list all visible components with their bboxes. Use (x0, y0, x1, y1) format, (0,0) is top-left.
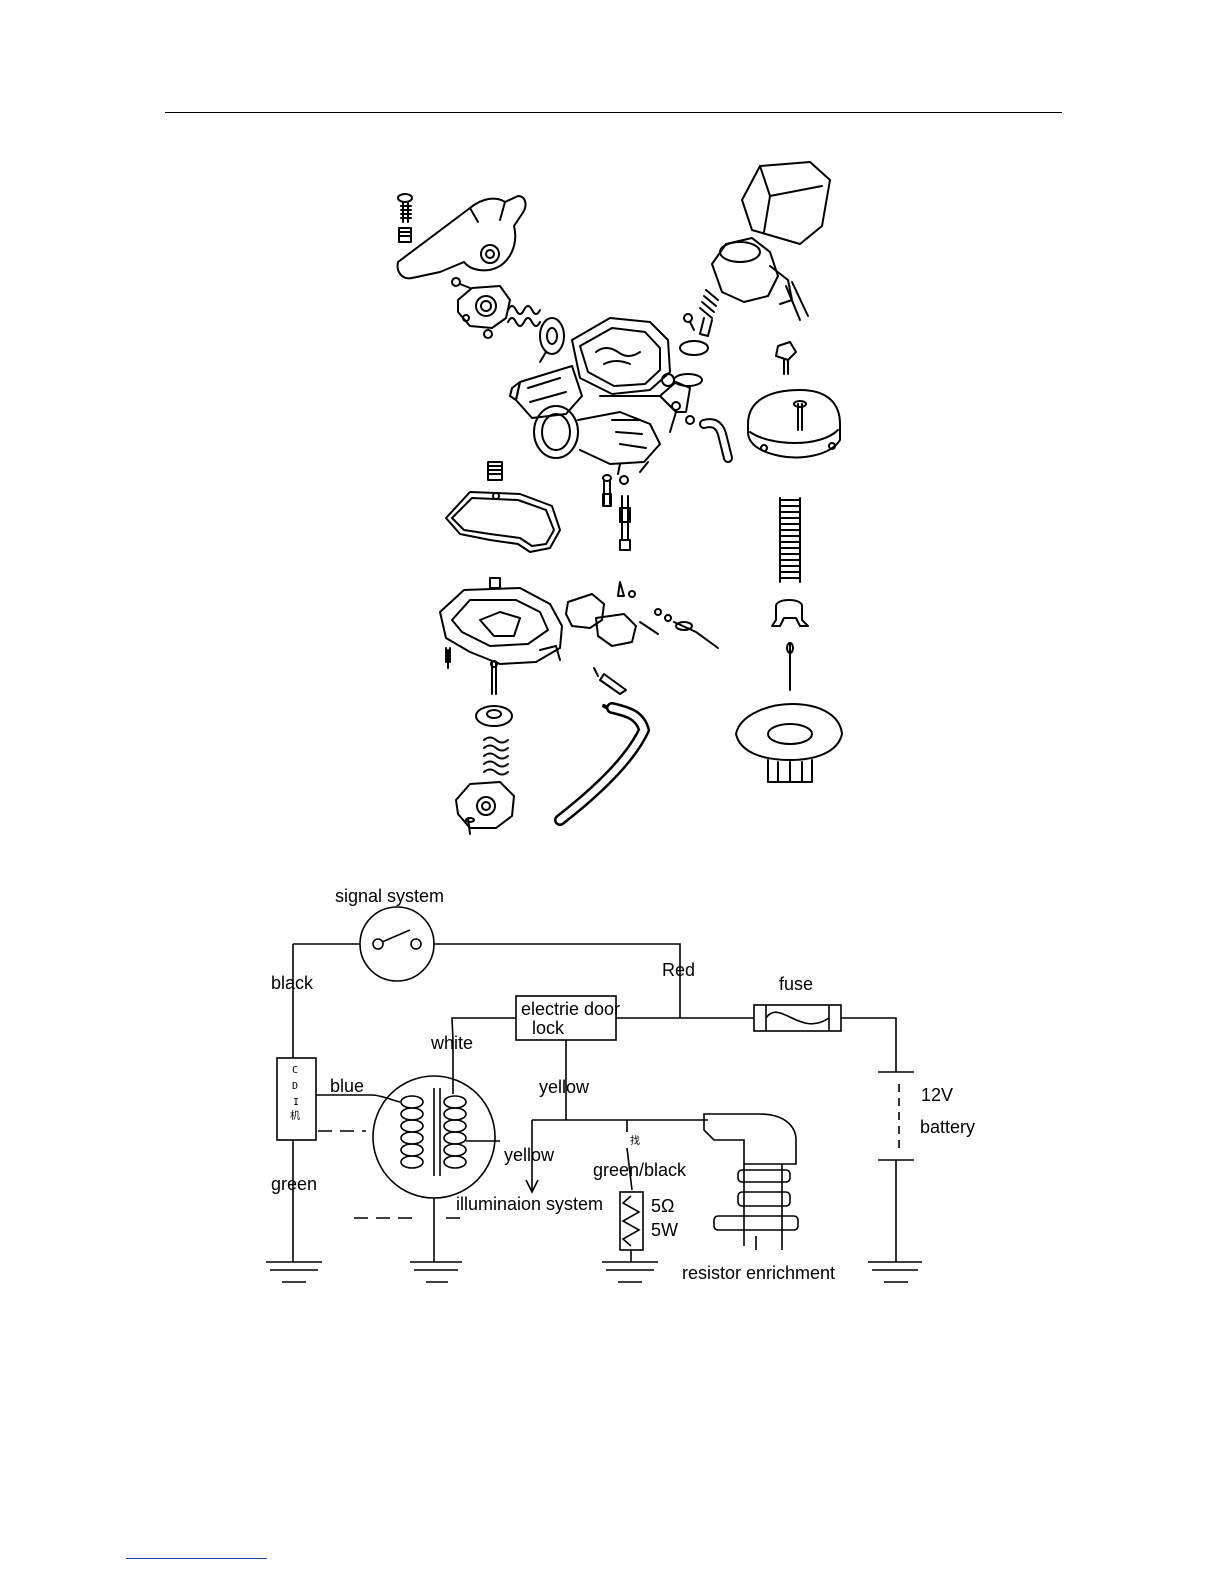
label-illumination: illuminaion system (456, 1195, 603, 1213)
stator-coil-right (444, 1096, 466, 1168)
cdi-letter-c: C (292, 1066, 298, 1076)
label-red: Red (662, 961, 695, 979)
label-black: black (271, 974, 313, 992)
label-blue: blue (330, 1077, 364, 1095)
enrichment-pins (744, 1236, 782, 1250)
signal-switch-contact-right (411, 939, 421, 949)
resistor-zigzag (623, 1196, 639, 1246)
label-yellow-stator: yellow (504, 1146, 554, 1164)
label-resistance: 5Ω (651, 1197, 674, 1215)
cdi-letter-d: D (292, 1082, 298, 1092)
ground-symbol-cdi (266, 1262, 322, 1282)
label-yellow-main: yellow (539, 1078, 589, 1096)
label-fuse: fuse (779, 975, 813, 993)
wire-blue-coil (372, 1095, 400, 1102)
cdi-letter-i: I (293, 1098, 299, 1108)
label-white: white (431, 1034, 473, 1052)
label-battery: battery (920, 1118, 975, 1136)
ground-symbol-resistor (602, 1262, 658, 1282)
label-green: green (271, 1175, 317, 1193)
marker-char: 找 (630, 1137, 640, 1147)
label-signal-system: signal system (335, 887, 444, 905)
ground-symbol-stator (410, 1262, 462, 1282)
signal-switch-contact-left (373, 939, 383, 949)
label-12v: 12V (921, 1086, 953, 1104)
wire-fuse-battery (841, 1018, 896, 1072)
stator-coil-left (401, 1096, 423, 1168)
label-resistor-enrichment: resistor enrichment (682, 1264, 835, 1282)
enrichment-base (714, 1216, 798, 1230)
cdi-char: 机 (290, 1112, 300, 1122)
ground-symbol-battery (868, 1262, 922, 1282)
label-door-lock-line1: electrie door (521, 1000, 620, 1018)
label-green-black: green/black (593, 1161, 686, 1179)
label-door-lock-line2: lock (532, 1019, 564, 1037)
enrichment-head (704, 1114, 796, 1164)
signal-switch-blade (382, 930, 410, 942)
signal-switch-housing (360, 907, 434, 981)
fuse-element (766, 1012, 829, 1024)
fuse-caps (766, 1005, 829, 1031)
label-wattage: 5W (651, 1221, 678, 1239)
enrichment-stem (744, 1164, 782, 1236)
